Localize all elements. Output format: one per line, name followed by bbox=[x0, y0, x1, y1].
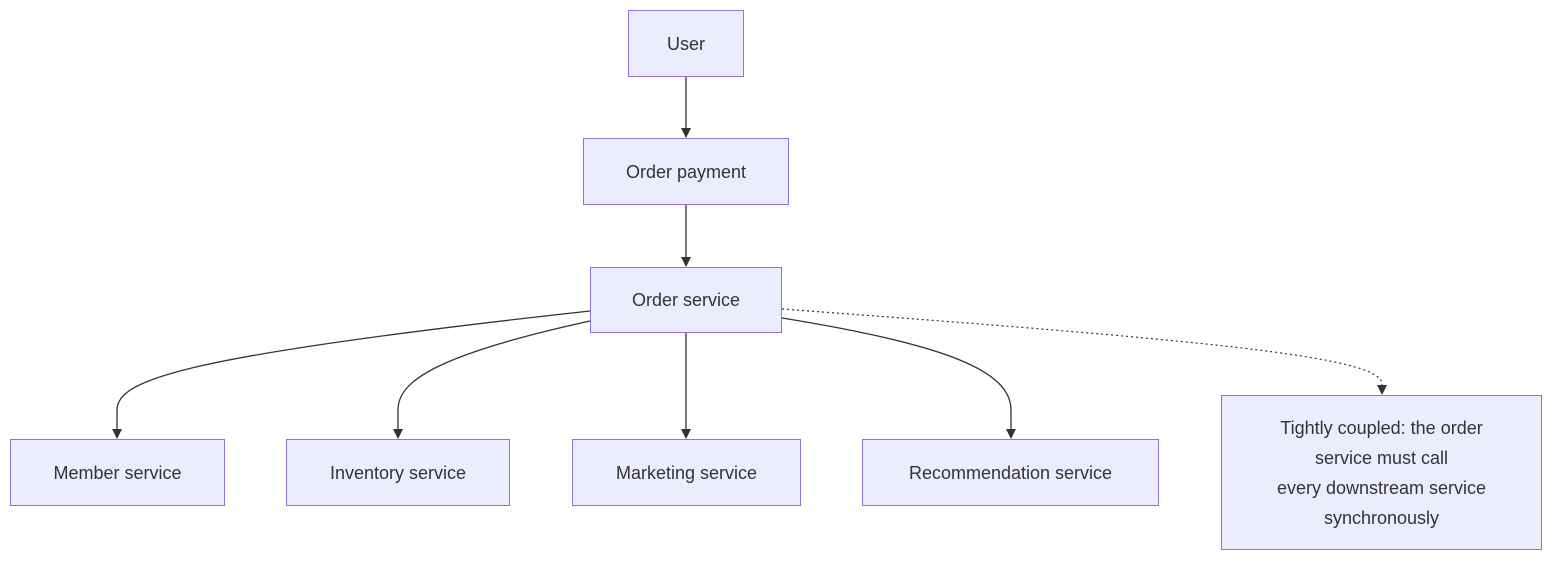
order-payment-node: Order payment bbox=[583, 138, 789, 205]
edge-order-service-to-inventory-service bbox=[393, 320, 591, 439]
order-service-label: Order service bbox=[631, 290, 741, 310]
recommendation-service-node: Recommendation service bbox=[862, 439, 1159, 506]
edge-order-service-to-note bbox=[781, 308, 1387, 395]
coupling-note-label: Tightly coupled: the order service must … bbox=[1276, 417, 1487, 528]
user-label: User bbox=[666, 33, 705, 54]
edge-order-service-to-recommendation-service bbox=[781, 317, 1016, 439]
member-service-node: Member service bbox=[10, 439, 225, 506]
inventory-service-label: Inventory service bbox=[329, 462, 467, 483]
coupling-note-node: Tightly coupled: the order service must … bbox=[1221, 395, 1542, 550]
inventory-service-node: Inventory service bbox=[286, 439, 510, 506]
marketing-service-label: Marketing service bbox=[615, 462, 758, 483]
order-service-node: Order service bbox=[590, 267, 782, 333]
recommendation-service-label: Recommendation service bbox=[908, 462, 1113, 483]
member-service-label: Member service bbox=[53, 462, 182, 483]
order-payment-label: Order payment bbox=[625, 161, 747, 182]
edge-order-service-to-member-service bbox=[112, 310, 591, 439]
user-node: User bbox=[628, 10, 744, 77]
marketing-service-node: Marketing service bbox=[572, 439, 801, 506]
